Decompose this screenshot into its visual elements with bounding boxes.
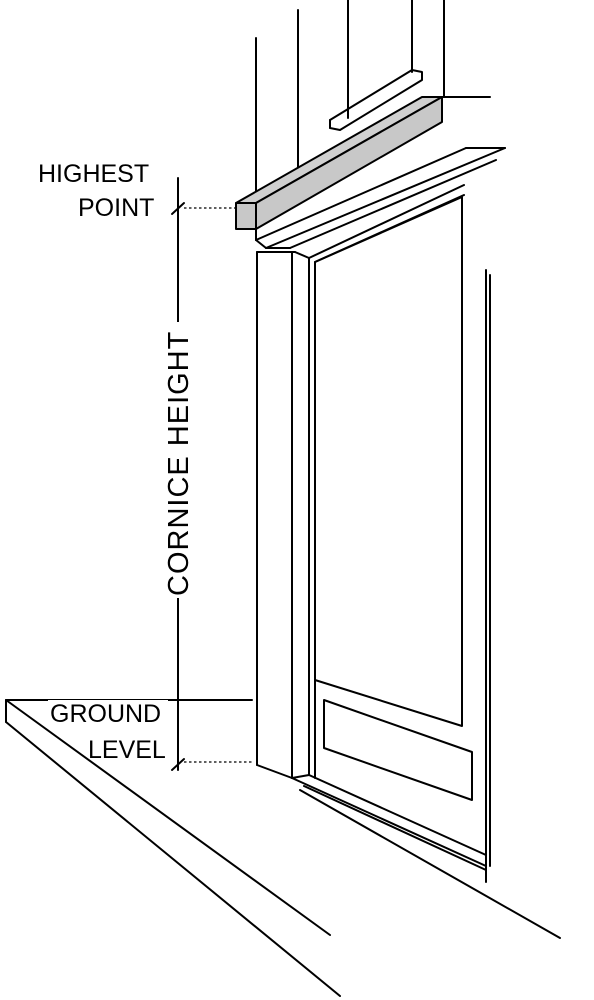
threshold (291, 774, 561, 939)
upper-window-sill (329, 69, 423, 131)
ground-level-label-line1: GROUND (50, 700, 161, 728)
highest-point-label-line2: POINT (78, 194, 154, 222)
door-jamb (256, 251, 310, 779)
ground-level-label-line2: LEVEL (88, 736, 166, 764)
sidewalk (5, 699, 341, 997)
highest-point-label-line1: HIGHEST (38, 160, 149, 188)
right-wall (485, 269, 491, 883)
door (308, 184, 473, 801)
cornice-height-label: CORNICE HEIGHT (163, 331, 195, 596)
door-head (255, 147, 506, 249)
